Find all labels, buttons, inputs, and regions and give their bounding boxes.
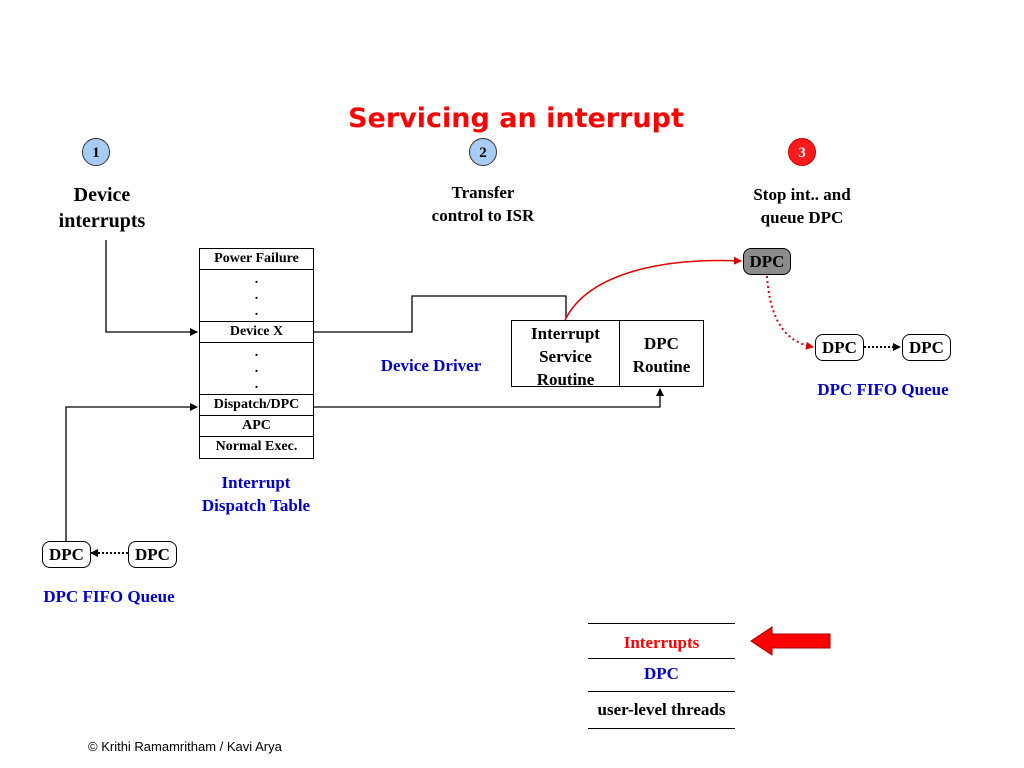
device-driver-box: Interrupt Service Routine DPC Routine [511, 320, 704, 389]
priority-level-dpc: DPC [644, 664, 679, 683]
idt-row-device-x: Device X [200, 322, 313, 343]
device-x-to-isr-line [314, 295, 567, 333]
isr-line1: Interrupt [531, 324, 600, 343]
dispatch-dpc-to-routine-arrow [314, 388, 664, 408]
idt-dot: . [254, 272, 259, 287]
queue-dpc-red-dotted-arrow [766, 275, 814, 350]
left-queue-dpc-1: DPC [42, 541, 91, 568]
queued-dpc: DPC [743, 248, 791, 275]
priority-divider [588, 691, 735, 692]
priority-pointer-arrow [750, 626, 831, 656]
idt-dot: . [254, 304, 259, 319]
left-queue-caption: DPC FIFO Queue [43, 587, 175, 606]
interrupt-dispatch-table: Power Failure . . . Device X . . . Dispa… [199, 248, 314, 459]
idt-ellipsis-lower: . . . [200, 343, 313, 395]
idt-caption: Interrupt Dispatch Table [176, 471, 336, 517]
step-3-label-line1: Stop int.. and [753, 185, 851, 204]
idt-caption-line1: Interrupt [221, 473, 291, 492]
idt-row-normal-exec: Normal Exec. [215, 439, 298, 454]
dpc-routine-line1: DPC [644, 334, 679, 353]
idt-row-apc: APC [200, 416, 313, 437]
step-3-label-line2: queue DPC [760, 208, 844, 227]
step-1-label-line1: Device [73, 184, 131, 206]
isr-to-dpc-red-arrow [564, 256, 742, 321]
isr-line2: Service [539, 347, 592, 366]
isr-cell: Interrupt Service Routine [512, 321, 620, 389]
idt-dot: . [254, 345, 259, 360]
idt-row-dispatch-dpc: Dispatch/DPC [200, 395, 313, 416]
right-queue-dpc-2: DPC [902, 334, 951, 361]
right-queue-dpc-1: DPC [815, 334, 864, 361]
priority-level-interrupts: Interrupts [623, 633, 700, 652]
idt-dot: . [254, 288, 259, 303]
idt-ellipsis-upper: . . . [200, 270, 313, 322]
isr-line3: Routine [536, 370, 595, 389]
step-2-label-line1: Transfer [451, 183, 515, 202]
device-interrupt-arrow [105, 240, 198, 336]
dpc-routine-line2: Routine [632, 357, 691, 376]
step-1-badge: 1 [82, 138, 110, 166]
step-3-badge: 3 [788, 138, 816, 166]
copyright-footer: © Krithi Ramamritham / Kavi Arya [88, 739, 282, 754]
dpc-routine-cell: DPC Routine [620, 321, 703, 386]
priority-level-user-threads: user-level threads [597, 700, 726, 719]
device-driver-label: Device Driver [380, 356, 482, 375]
left-queue-dpc-2: DPC [128, 541, 177, 568]
idt-caption-line2: Dispatch Table [201, 496, 311, 515]
step-3-label: Stop int.. and queue DPC [727, 183, 877, 229]
right-queue-caption: DPC FIFO Queue [817, 380, 949, 399]
step-1-label-line2: interrupts [58, 210, 146, 232]
page-title: Servicing an interrupt [348, 103, 684, 134]
priority-divider [588, 623, 735, 624]
priority-divider [588, 728, 735, 729]
step-2-badge: 2 [469, 138, 497, 166]
priority-divider [588, 658, 735, 659]
step-2-label: Transfer control to ISR [408, 181, 558, 227]
idt-row-power-failure: Power Failure [200, 249, 313, 270]
idt-dot: . [254, 377, 259, 392]
idt-dot: . [254, 361, 259, 376]
left-queue-to-dispatch-arrow [65, 403, 198, 541]
step-2-label-line2: control to ISR [431, 206, 535, 225]
step-1-label: Device interrupts [40, 182, 164, 234]
